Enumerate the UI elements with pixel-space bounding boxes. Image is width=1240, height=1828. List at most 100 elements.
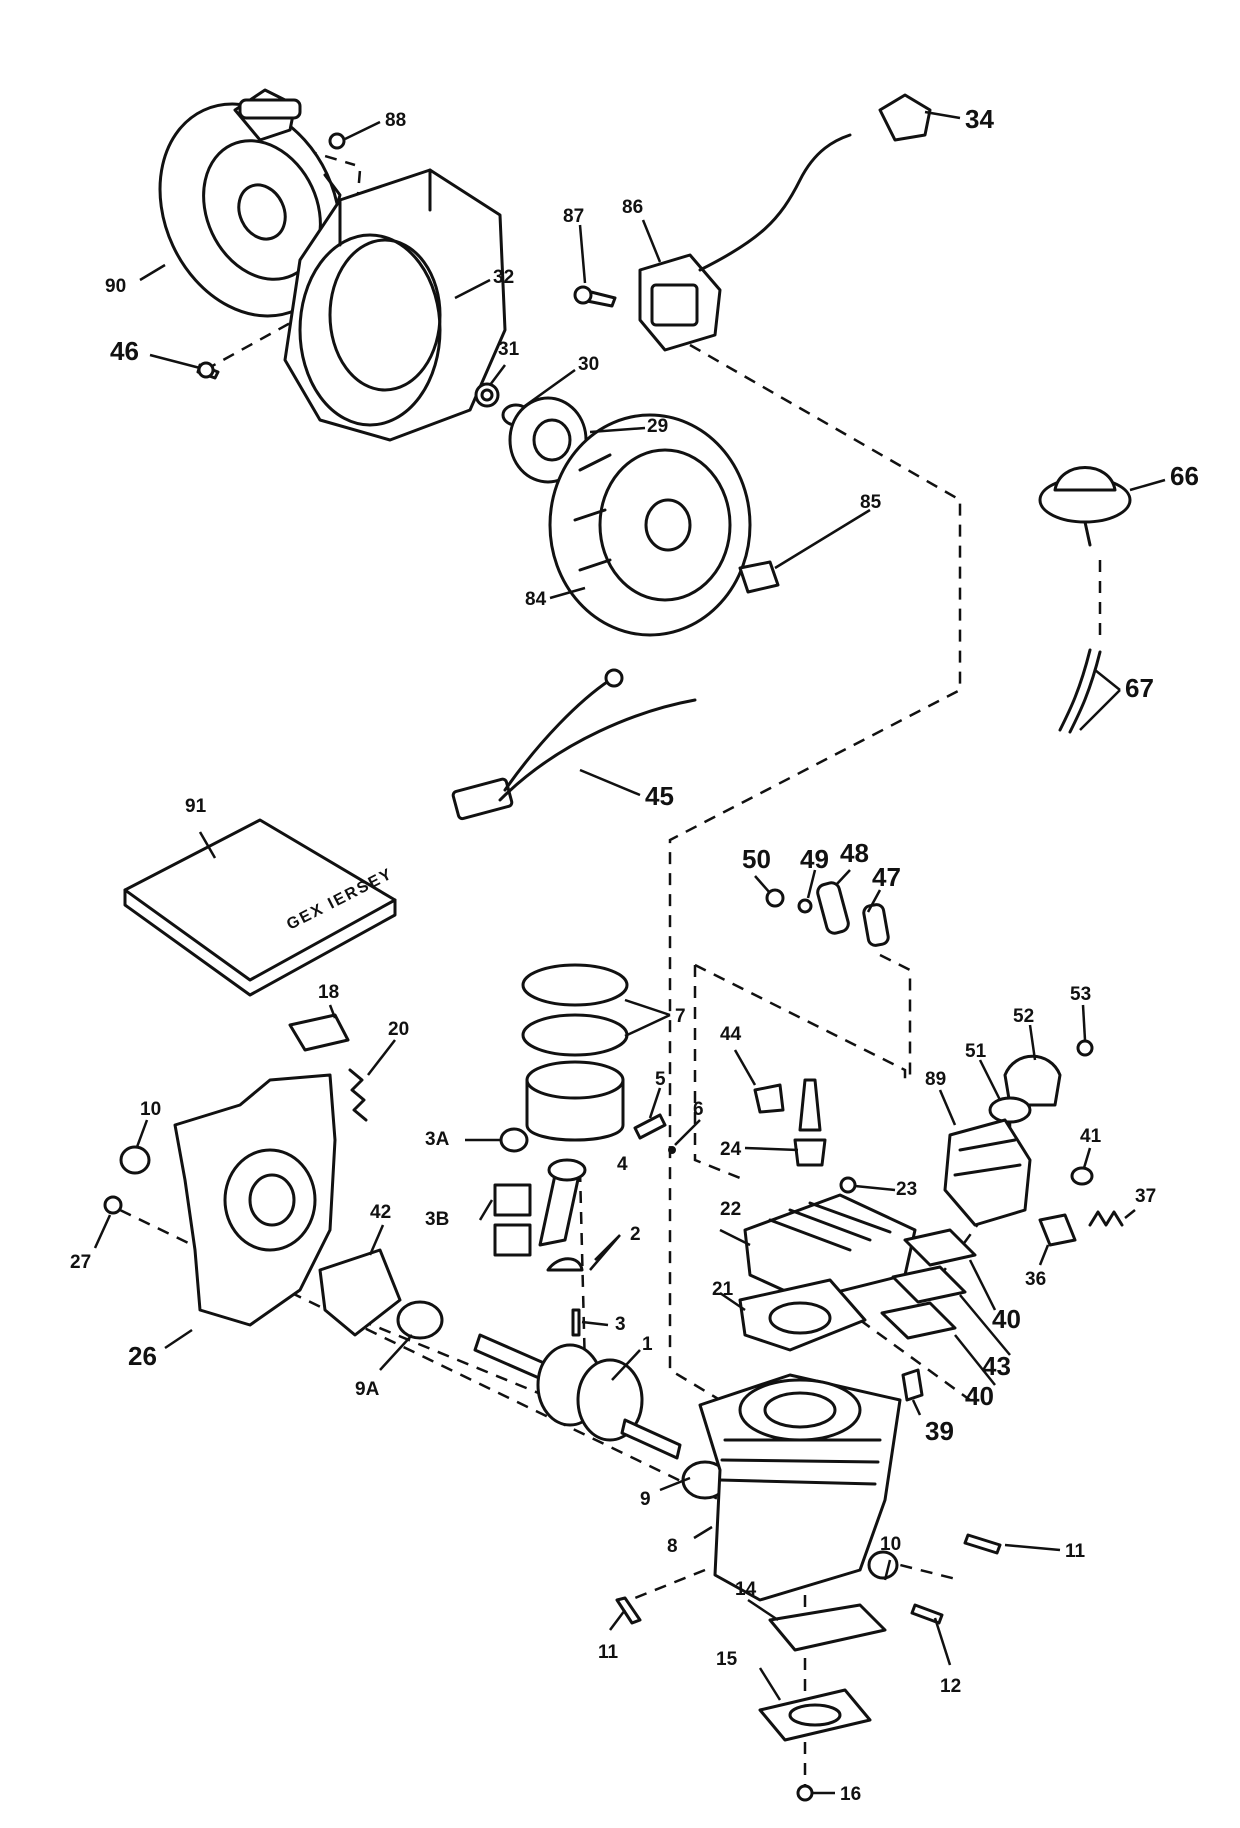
part-8-crankcase-cylinder (698, 1373, 902, 1602)
callout-87: 87 (563, 206, 584, 227)
callout-34: 34 (965, 104, 994, 134)
callout-12: 12 (940, 1676, 961, 1697)
callout-84: 84 (525, 589, 547, 610)
part-15-cover-plate (758, 1688, 872, 1742)
callout-20: 20 (388, 1019, 409, 1040)
part-67-fuel-line (1058, 648, 1102, 734)
part-43-reed-plate (891, 1265, 967, 1304)
callout-85: 85 (860, 492, 882, 513)
callout-53: 53 (1070, 984, 1091, 1005)
part-32-blower-housing (283, 168, 507, 442)
callout-26: 26 (128, 1341, 157, 1371)
callout-42: 42 (370, 1202, 391, 1223)
callout-11-left: 11 (598, 1642, 619, 1663)
part-23-screw (839, 1176, 857, 1194)
callout-40-lower: 40 (965, 1381, 994, 1411)
callout-4: 4 (617, 1154, 628, 1175)
callout-22: 22 (720, 1199, 741, 1220)
callout-9: 9 (640, 1489, 651, 1510)
part-9A-bearing (396, 1300, 444, 1340)
callout-24: 24 (720, 1139, 742, 1160)
part-39-fitting (901, 1368, 924, 1402)
callout-66: 66 (1170, 461, 1199, 491)
callout-3A: 3A (425, 1129, 450, 1150)
callout-36: 36 (1025, 1269, 1046, 1290)
part-34-spark-plug-boot (878, 93, 932, 142)
part-88-screw (328, 132, 346, 150)
part-91-gasket-set-box: GEX IERSEY (123, 818, 397, 997)
part-1-crankshaft (473, 1333, 682, 1460)
callout-27: 27 (70, 1252, 91, 1273)
part-66-primer-bulb (1038, 466, 1132, 547)
part-86-ignition-module (638, 133, 852, 352)
part-27-screw (103, 1195, 123, 1215)
part-89-carburetor (943, 1118, 1032, 1227)
leader-lines (93, 110, 1166, 1795)
callout-7: 7 (675, 1006, 686, 1027)
part-2-connecting-rod (538, 1158, 587, 1272)
part-52-clamp (1003, 1054, 1062, 1107)
callout-5: 5 (655, 1069, 666, 1090)
callout-67: 67 (1125, 673, 1154, 703)
callout-6: 6 (693, 1099, 704, 1120)
part-26-crankcase-cover (173, 1073, 337, 1327)
part-10-seal-left (119, 1145, 151, 1175)
part-12-stud (910, 1603, 944, 1625)
callout-10-right: 10 (880, 1534, 901, 1555)
part-37-spring (1088, 1210, 1124, 1227)
callout-3: 3 (615, 1314, 626, 1335)
part-14-gasket (768, 1603, 887, 1652)
callout-16: 16 (840, 1784, 861, 1805)
callout-46: 46 (110, 336, 139, 366)
callout-47: 47 (872, 862, 901, 892)
callout-3B: 3B (425, 1209, 449, 1230)
part-90-recoil-starter (158, 88, 342, 318)
part-46-screw (196, 361, 220, 380)
callout-8: 8 (667, 1536, 678, 1557)
part-24-spark-plug (793, 1078, 827, 1167)
callout-10-left: 10 (140, 1099, 161, 1120)
callout-23: 23 (896, 1179, 917, 1200)
part-45-wire-harness (451, 668, 697, 821)
part-6-pin-retainer (668, 1146, 676, 1154)
part-5-wrist-pin (633, 1113, 667, 1140)
part-22-cylinder-head (743, 1193, 917, 1302)
callout-86: 86 (622, 197, 643, 218)
callout-39: 39 (925, 1416, 954, 1446)
callout-18: 18 (318, 982, 339, 1003)
part-84-flywheel (548, 413, 752, 637)
callout-48: 48 (840, 838, 869, 868)
part-21-head-gasket (738, 1278, 867, 1352)
callout-88: 88 (385, 110, 406, 131)
callout-30: 30 (578, 354, 599, 375)
callout-9A: 9A (355, 1379, 380, 1400)
part-49-washer (797, 898, 813, 914)
callout-32: 32 (493, 267, 514, 288)
part-3-rod-screw (571, 1308, 581, 1337)
callout-29: 29 (647, 416, 668, 437)
callout-40-upper: 40 (992, 1304, 1021, 1334)
part-4-piston (525, 1060, 625, 1142)
callout-43: 43 (982, 1351, 1011, 1381)
part-11-stud-left (615, 1596, 642, 1625)
part-7-piston-rings (521, 963, 629, 1057)
callout-89: 89 (925, 1069, 946, 1090)
part-42-gasket (318, 1248, 402, 1337)
callout-1: 1 (642, 1334, 653, 1355)
part-3B-needle-bearings (493, 1183, 532, 1257)
part-53-screw (1076, 1039, 1094, 1057)
callout-91: 91 (185, 796, 207, 817)
part-40-gasket-upper (903, 1228, 977, 1267)
callout-15: 15 (716, 1649, 738, 1670)
part-31-nut (474, 382, 500, 408)
callout-52: 52 (1013, 1006, 1034, 1027)
callout-2: 2 (630, 1224, 641, 1245)
part-48-gasket (816, 881, 850, 935)
part-3A-bearing (499, 1127, 529, 1153)
part-41-washer (1070, 1166, 1094, 1186)
callout-41: 41 (1080, 1126, 1102, 1147)
callout-45: 45 (645, 781, 674, 811)
callout-51: 51 (965, 1041, 987, 1062)
part-87-screw (573, 285, 617, 308)
